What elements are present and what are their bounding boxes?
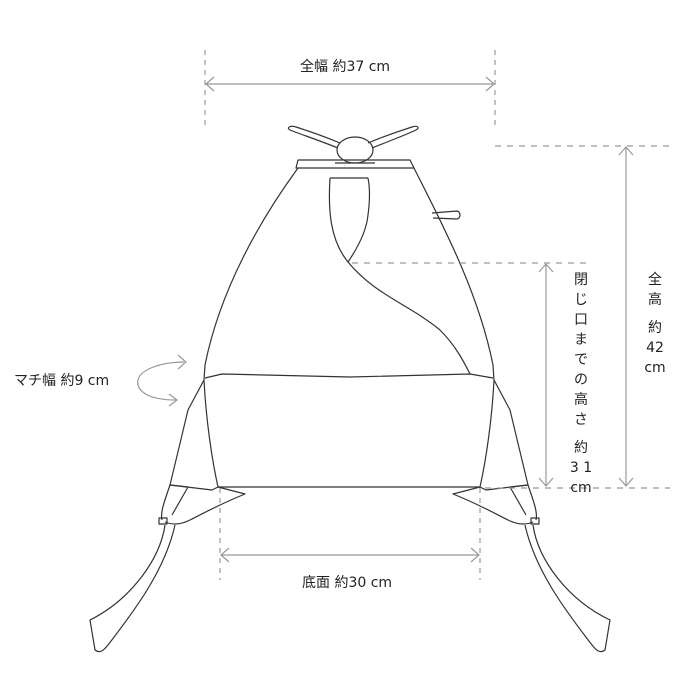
vertical-label-line: さ <box>574 412 588 428</box>
gusset-curved-arrow <box>137 361 185 401</box>
vertical-label-line: 約 <box>648 320 662 336</box>
vertical-label-line: 高 <box>648 292 662 308</box>
dimension-lines <box>137 50 670 580</box>
vertical-label-line: じ <box>574 292 588 308</box>
vertical-label-line: cm <box>570 480 592 496</box>
vertical-label-line: 約 <box>574 440 588 456</box>
vertical-label-line <box>640 310 670 318</box>
vertical-label-line: 3 1 <box>569 460 593 476</box>
vertical-label-line: 閉 <box>574 272 588 288</box>
vertical-label-line: 口 <box>574 312 588 328</box>
backpack-outline <box>89 125 611 653</box>
vertical-label-line: で <box>574 352 588 368</box>
bottom-width-label: 底面 約30 cm <box>302 575 393 591</box>
vertical-label-line: cm <box>644 360 666 376</box>
total-height-label: 全高 約 42 cm <box>640 270 670 378</box>
vertical-label-line: 全 <box>648 272 662 288</box>
vertical-label-line: 42 <box>646 340 664 356</box>
vertical-label-line <box>566 430 596 438</box>
total-width-label: 全幅 約37 cm <box>300 59 391 75</box>
vertical-label-line: の <box>574 372 588 388</box>
gusset-width-label: マチ幅 約9 cm <box>14 373 110 389</box>
closure-height-label: 閉じ口までの高さ 約 3 1 cm <box>566 270 596 498</box>
vertical-label-line: ま <box>574 332 588 348</box>
vertical-label-line: 高 <box>574 392 588 408</box>
